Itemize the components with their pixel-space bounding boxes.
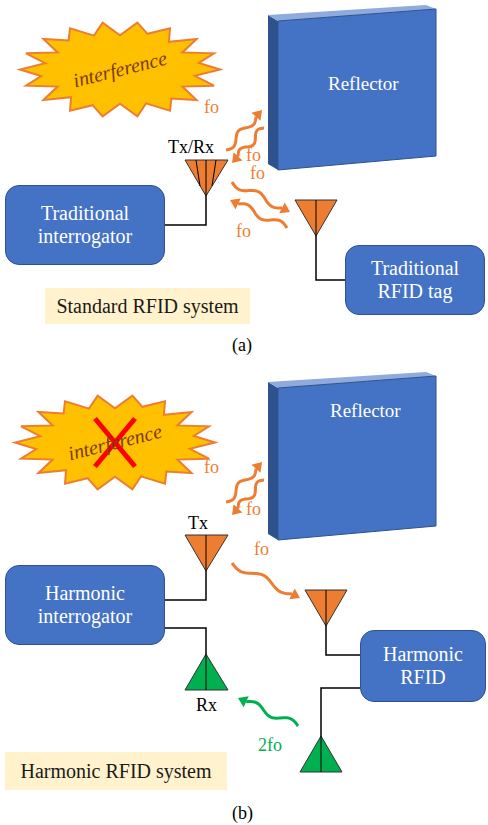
node-text: Reflector: [330, 400, 401, 422]
arrow-head: [232, 504, 243, 515]
interrogator-box: Traditional interrogator: [5, 185, 165, 265]
node-text: Traditional interrogator: [14, 202, 156, 248]
figure-label: fo: [204, 458, 219, 478]
figure-label: fo: [246, 500, 261, 520]
figure-label: fo: [254, 540, 269, 560]
node-text: Harmonic interrogator: [14, 582, 156, 628]
reflector-wall: Reflector: [268, 372, 436, 540]
figure-label: fo: [204, 98, 219, 118]
figure-label: fo: [246, 146, 261, 166]
system-label: Harmonic RFID system: [5, 752, 227, 790]
arrow-head: [230, 199, 241, 210]
figure-label: fo: [250, 164, 265, 184]
figure-label: 2fo: [258, 736, 282, 756]
figure-label: Tx: [188, 514, 208, 534]
arrow-head: [289, 589, 300, 600]
node-text: Standard RFID system: [56, 295, 238, 318]
arrow-head: [252, 110, 262, 121]
reflector-wall: Reflector: [268, 5, 436, 170]
tag-box: Traditional RFID tag: [345, 245, 485, 315]
figure-label: Rx: [196, 696, 217, 716]
node-text: Harmonic RFID: [369, 643, 477, 689]
node-text: Traditional RFID tag: [354, 257, 476, 303]
arrow-head: [279, 203, 290, 214]
figure-label: (b): [232, 804, 253, 824]
wave-arrow: [246, 702, 298, 726]
tag-box: Harmonic RFID: [360, 630, 486, 702]
arrow-head: [232, 152, 243, 163]
interrogator-box: Harmonic interrogator: [5, 565, 165, 645]
wave-arrow: [232, 563, 292, 594]
figure-label: fo: [236, 222, 251, 242]
system-label: Standard RFID system: [45, 288, 250, 324]
arrow-head: [252, 462, 262, 473]
figure-label: Tx/Rx: [168, 138, 214, 158]
figure-label: (a): [232, 336, 252, 356]
arrow-head: [238, 696, 249, 707]
node-text: Harmonic RFID system: [20, 760, 211, 783]
interference-burst: interference: [15, 395, 215, 490]
node-text: Reflector: [328, 73, 399, 95]
reflector-shape: [268, 372, 436, 540]
interference-burst: interference: [20, 22, 220, 117]
